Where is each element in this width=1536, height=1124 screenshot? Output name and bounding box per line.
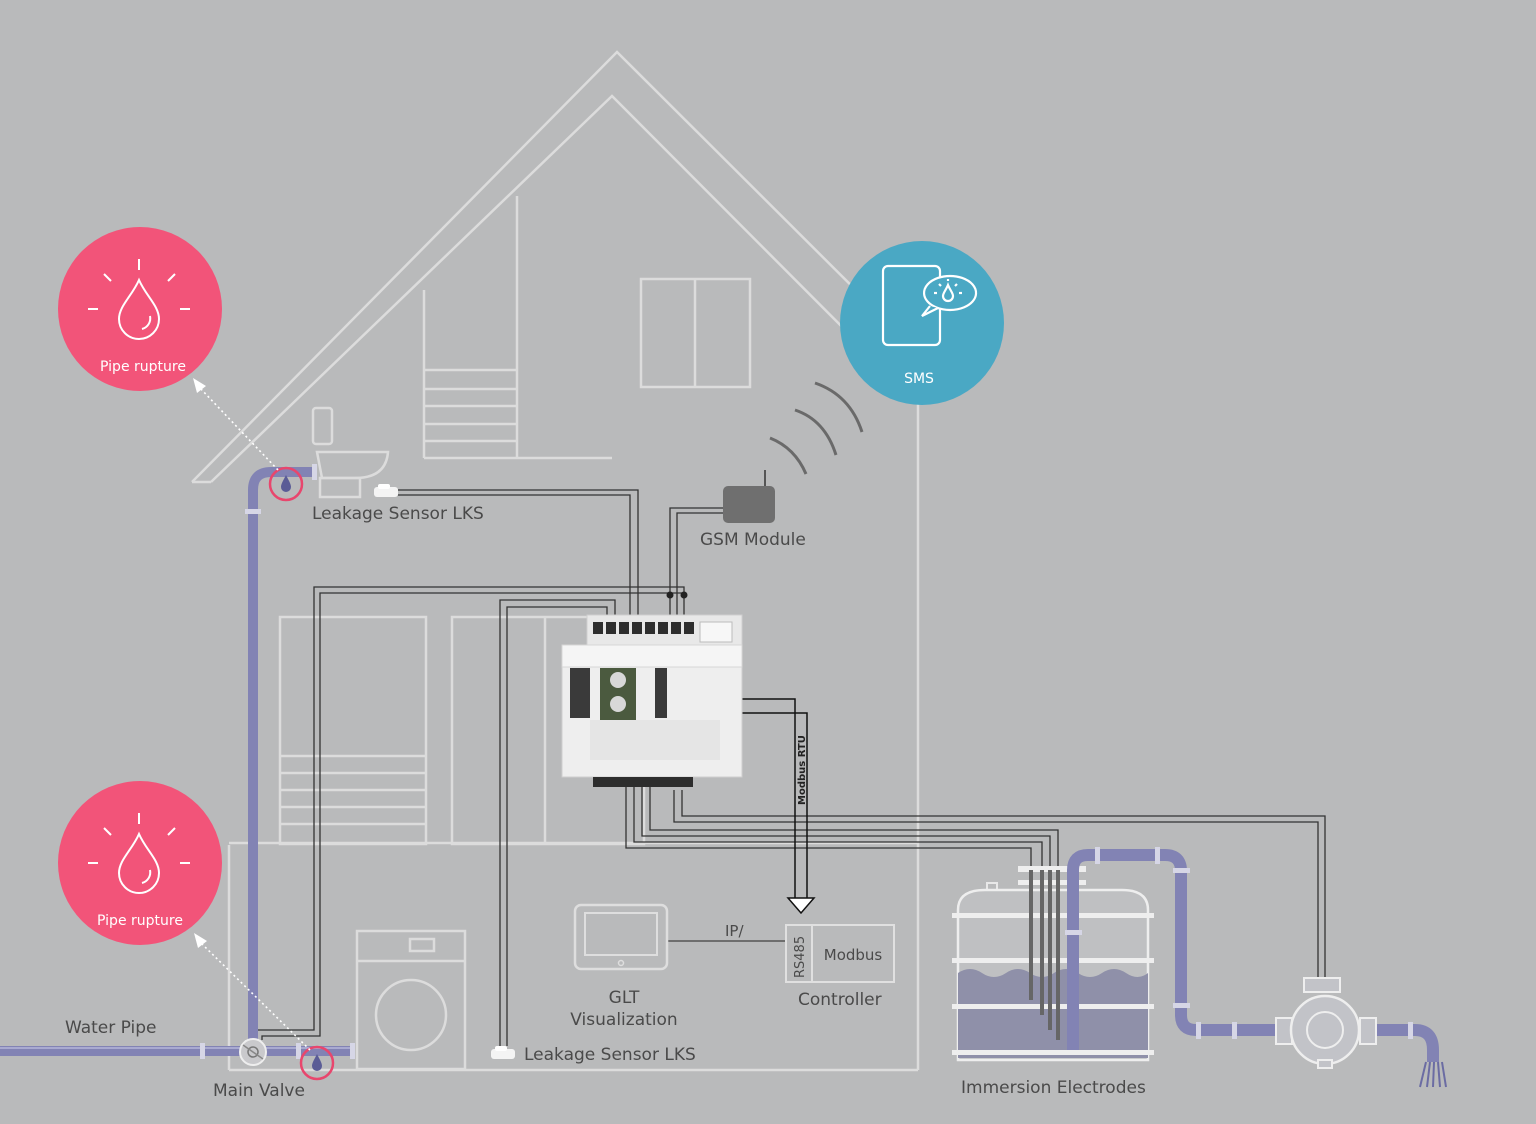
leakage-sensor-top-label: Leakage Sensor LKS — [312, 504, 484, 524]
pipe-rupture-badge-bottom: Pipe rupture — [58, 781, 222, 945]
rupture-pointer-top — [193, 378, 279, 471]
tablet-icon — [573, 903, 669, 971]
rupture-pointer-bottom — [194, 933, 311, 1051]
house-outline — [191, 50, 920, 1072]
water-drop-icon — [88, 813, 190, 894]
modbus-label: Modbus — [824, 946, 883, 964]
leakage-control-module — [561, 614, 743, 787]
pump-icon — [1275, 977, 1377, 1069]
ip-label: IP/ — [725, 922, 744, 940]
wireless-signal-icon — [769, 381, 864, 475]
water-pipe-system — [0, 464, 355, 1059]
sms-badge: SMS — [840, 241, 1004, 405]
rupture-marker-bottom — [299, 1045, 335, 1081]
rs485-label: RS485 — [793, 936, 808, 978]
wardrobe-left — [278, 615, 428, 846]
washing-machine — [355, 929, 467, 1071]
leakage-sensor-bottom-label: Leakage Sensor LKS — [524, 1045, 696, 1065]
house-window — [639, 277, 752, 389]
leakage-sensor-top-icon — [374, 484, 398, 497]
leakage-sensor-bottom-icon — [491, 1046, 515, 1059]
water-pipe-label: Water Pipe — [65, 1018, 157, 1038]
main-valve-icon — [239, 1038, 267, 1066]
visualization-label: Visualization — [570, 1010, 677, 1030]
wiring — [252, 489, 1326, 1046]
water-tank — [952, 866, 1154, 1062]
water-outflow — [1419, 1061, 1447, 1088]
modbus-rtu-label: Modbus RTU — [797, 735, 808, 805]
outlet-pipe — [1065, 847, 1439, 1062]
water-drop-icon — [88, 259, 190, 340]
main-valve-label: Main Valve — [213, 1081, 305, 1101]
sms-label: SMS — [904, 371, 934, 387]
pipe-rupture-label-bottom: Pipe rupture — [97, 913, 183, 929]
immersion-electrodes-label: Immersion Electrodes — [961, 1078, 1146, 1098]
gsm-module-label: GSM Module — [700, 530, 806, 550]
gsm-module-icon — [723, 470, 775, 523]
glt-label: GLT — [609, 988, 640, 1008]
pipe-rupture-label-top: Pipe rupture — [100, 359, 186, 375]
controller-box — [785, 924, 895, 983]
pipe-rupture-badge-top: Pipe rupture — [58, 227, 222, 391]
controller-label: Controller — [798, 990, 882, 1010]
smartphone-message-icon — [881, 264, 978, 347]
rupture-marker-top — [268, 466, 304, 502]
toilet — [311, 406, 390, 499]
